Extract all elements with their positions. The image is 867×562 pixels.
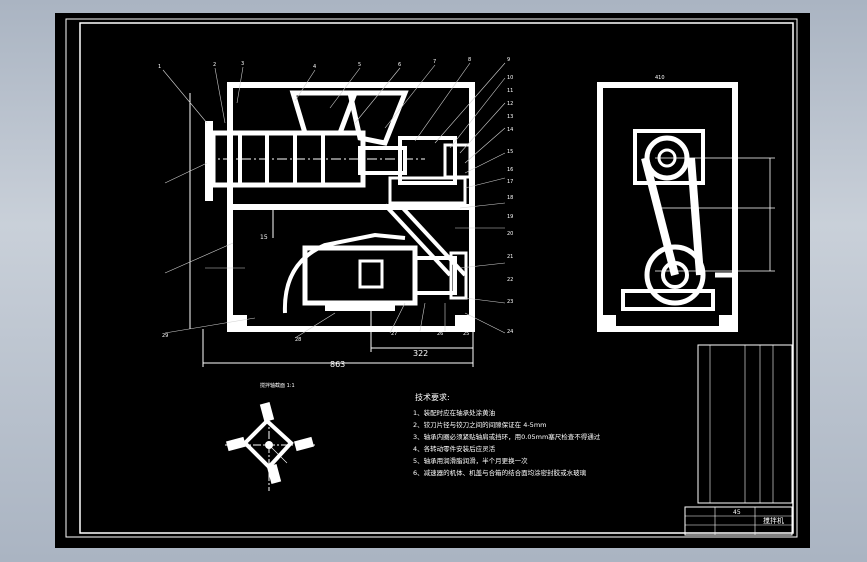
svg-text:29: 29 xyxy=(162,333,168,339)
tech-item: 2、铰刀片径与铰刀之间的间隙保证在 4-5mm xyxy=(413,420,546,429)
dim-motor-offset: 322 xyxy=(413,349,428,358)
svg-text:9: 9 xyxy=(507,57,510,63)
svg-text:13: 13 xyxy=(507,114,513,120)
title-block: 45 搅拌机 xyxy=(684,506,793,536)
tech-item: 4、各转动零件安装后应灵活 xyxy=(413,444,496,453)
tech-item: 1、装配时应在轴承处涂黄油 xyxy=(413,408,495,417)
svg-text:23: 23 xyxy=(507,299,513,305)
svg-text:7: 7 xyxy=(433,59,436,65)
svg-text:6: 6 xyxy=(398,62,401,68)
svg-text:25: 25 xyxy=(463,331,469,337)
drawing-number: 45 xyxy=(733,509,741,516)
svg-text:24: 24 xyxy=(507,329,513,335)
parts-list xyxy=(697,344,793,504)
svg-text:11: 11 xyxy=(507,88,513,94)
svg-text:22: 22 xyxy=(507,277,513,283)
svg-text:12: 12 xyxy=(507,101,513,107)
tech-requirements: 技术要求: 1、装配时应在轴承处涂黄油 2、铰刀片径与铰刀之间的间隙保证在 4-… xyxy=(413,392,601,477)
svg-text:21: 21 xyxy=(507,254,513,260)
svg-text:14: 14 xyxy=(507,127,513,133)
svg-text:1: 1 xyxy=(158,64,161,70)
dim-overall-width: 863 xyxy=(330,360,345,369)
cad-drawing: 863 322 15 1 2 3 4 5 6 7 xyxy=(65,18,798,538)
tech-heading: 技术要求: xyxy=(415,392,450,402)
reducer xyxy=(398,136,457,185)
svg-text:19: 19 xyxy=(507,214,513,220)
svg-text:2: 2 xyxy=(213,62,216,68)
sheet-outer-border xyxy=(65,18,798,538)
svg-text:26: 26 xyxy=(437,331,443,337)
svg-text:5: 5 xyxy=(358,62,361,68)
tech-item: 3、轴承内圈必须紧贴轴肩或挡环，用0.05mm塞尺检查不得通过 xyxy=(413,432,601,441)
svg-text:8: 8 xyxy=(468,57,471,63)
leader-lines xyxy=(162,62,506,339)
detail-label: 搅拌轴截面 1:1 xyxy=(260,382,295,389)
side-frame xyxy=(597,82,738,332)
drawing-title: 搅拌机 xyxy=(763,516,784,525)
shaft-section-detail: 搅拌轴截面 1:1 xyxy=(225,382,315,491)
side-view: 410 xyxy=(597,75,775,332)
svg-text:15: 15 xyxy=(507,149,513,155)
svg-text:18: 18 xyxy=(507,195,513,201)
svg-text:17: 17 xyxy=(507,179,513,185)
svg-text:16: 16 xyxy=(507,167,513,173)
dim-small: 15 xyxy=(260,234,268,241)
svg-text:28: 28 xyxy=(295,337,301,343)
svg-text:20: 20 xyxy=(507,231,513,237)
svg-text:410: 410 xyxy=(655,75,665,81)
sheet-inner-border xyxy=(79,22,794,534)
svg-text:4: 4 xyxy=(313,64,316,70)
cad-viewport[interactable]: 863 322 15 1 2 3 4 5 6 7 xyxy=(55,13,810,548)
svg-text:3: 3 xyxy=(241,61,244,67)
tech-item: 5、轴承用润滑脂润滑，半个月更换一次 xyxy=(413,456,528,465)
tech-item: 6、减速器的机体、机盖与合箱的结合面均涂密封胶或水玻璃 xyxy=(413,468,587,477)
machine-frame xyxy=(227,82,475,332)
svg-text:10: 10 xyxy=(507,75,513,81)
front-view: 863 322 15 1 2 3 4 5 6 7 xyxy=(158,57,513,369)
svg-text:27: 27 xyxy=(391,331,397,337)
balloon-numbers: 1 2 3 4 5 6 7 8 9 10 11 12 13 14 15 16 1… xyxy=(158,57,513,343)
